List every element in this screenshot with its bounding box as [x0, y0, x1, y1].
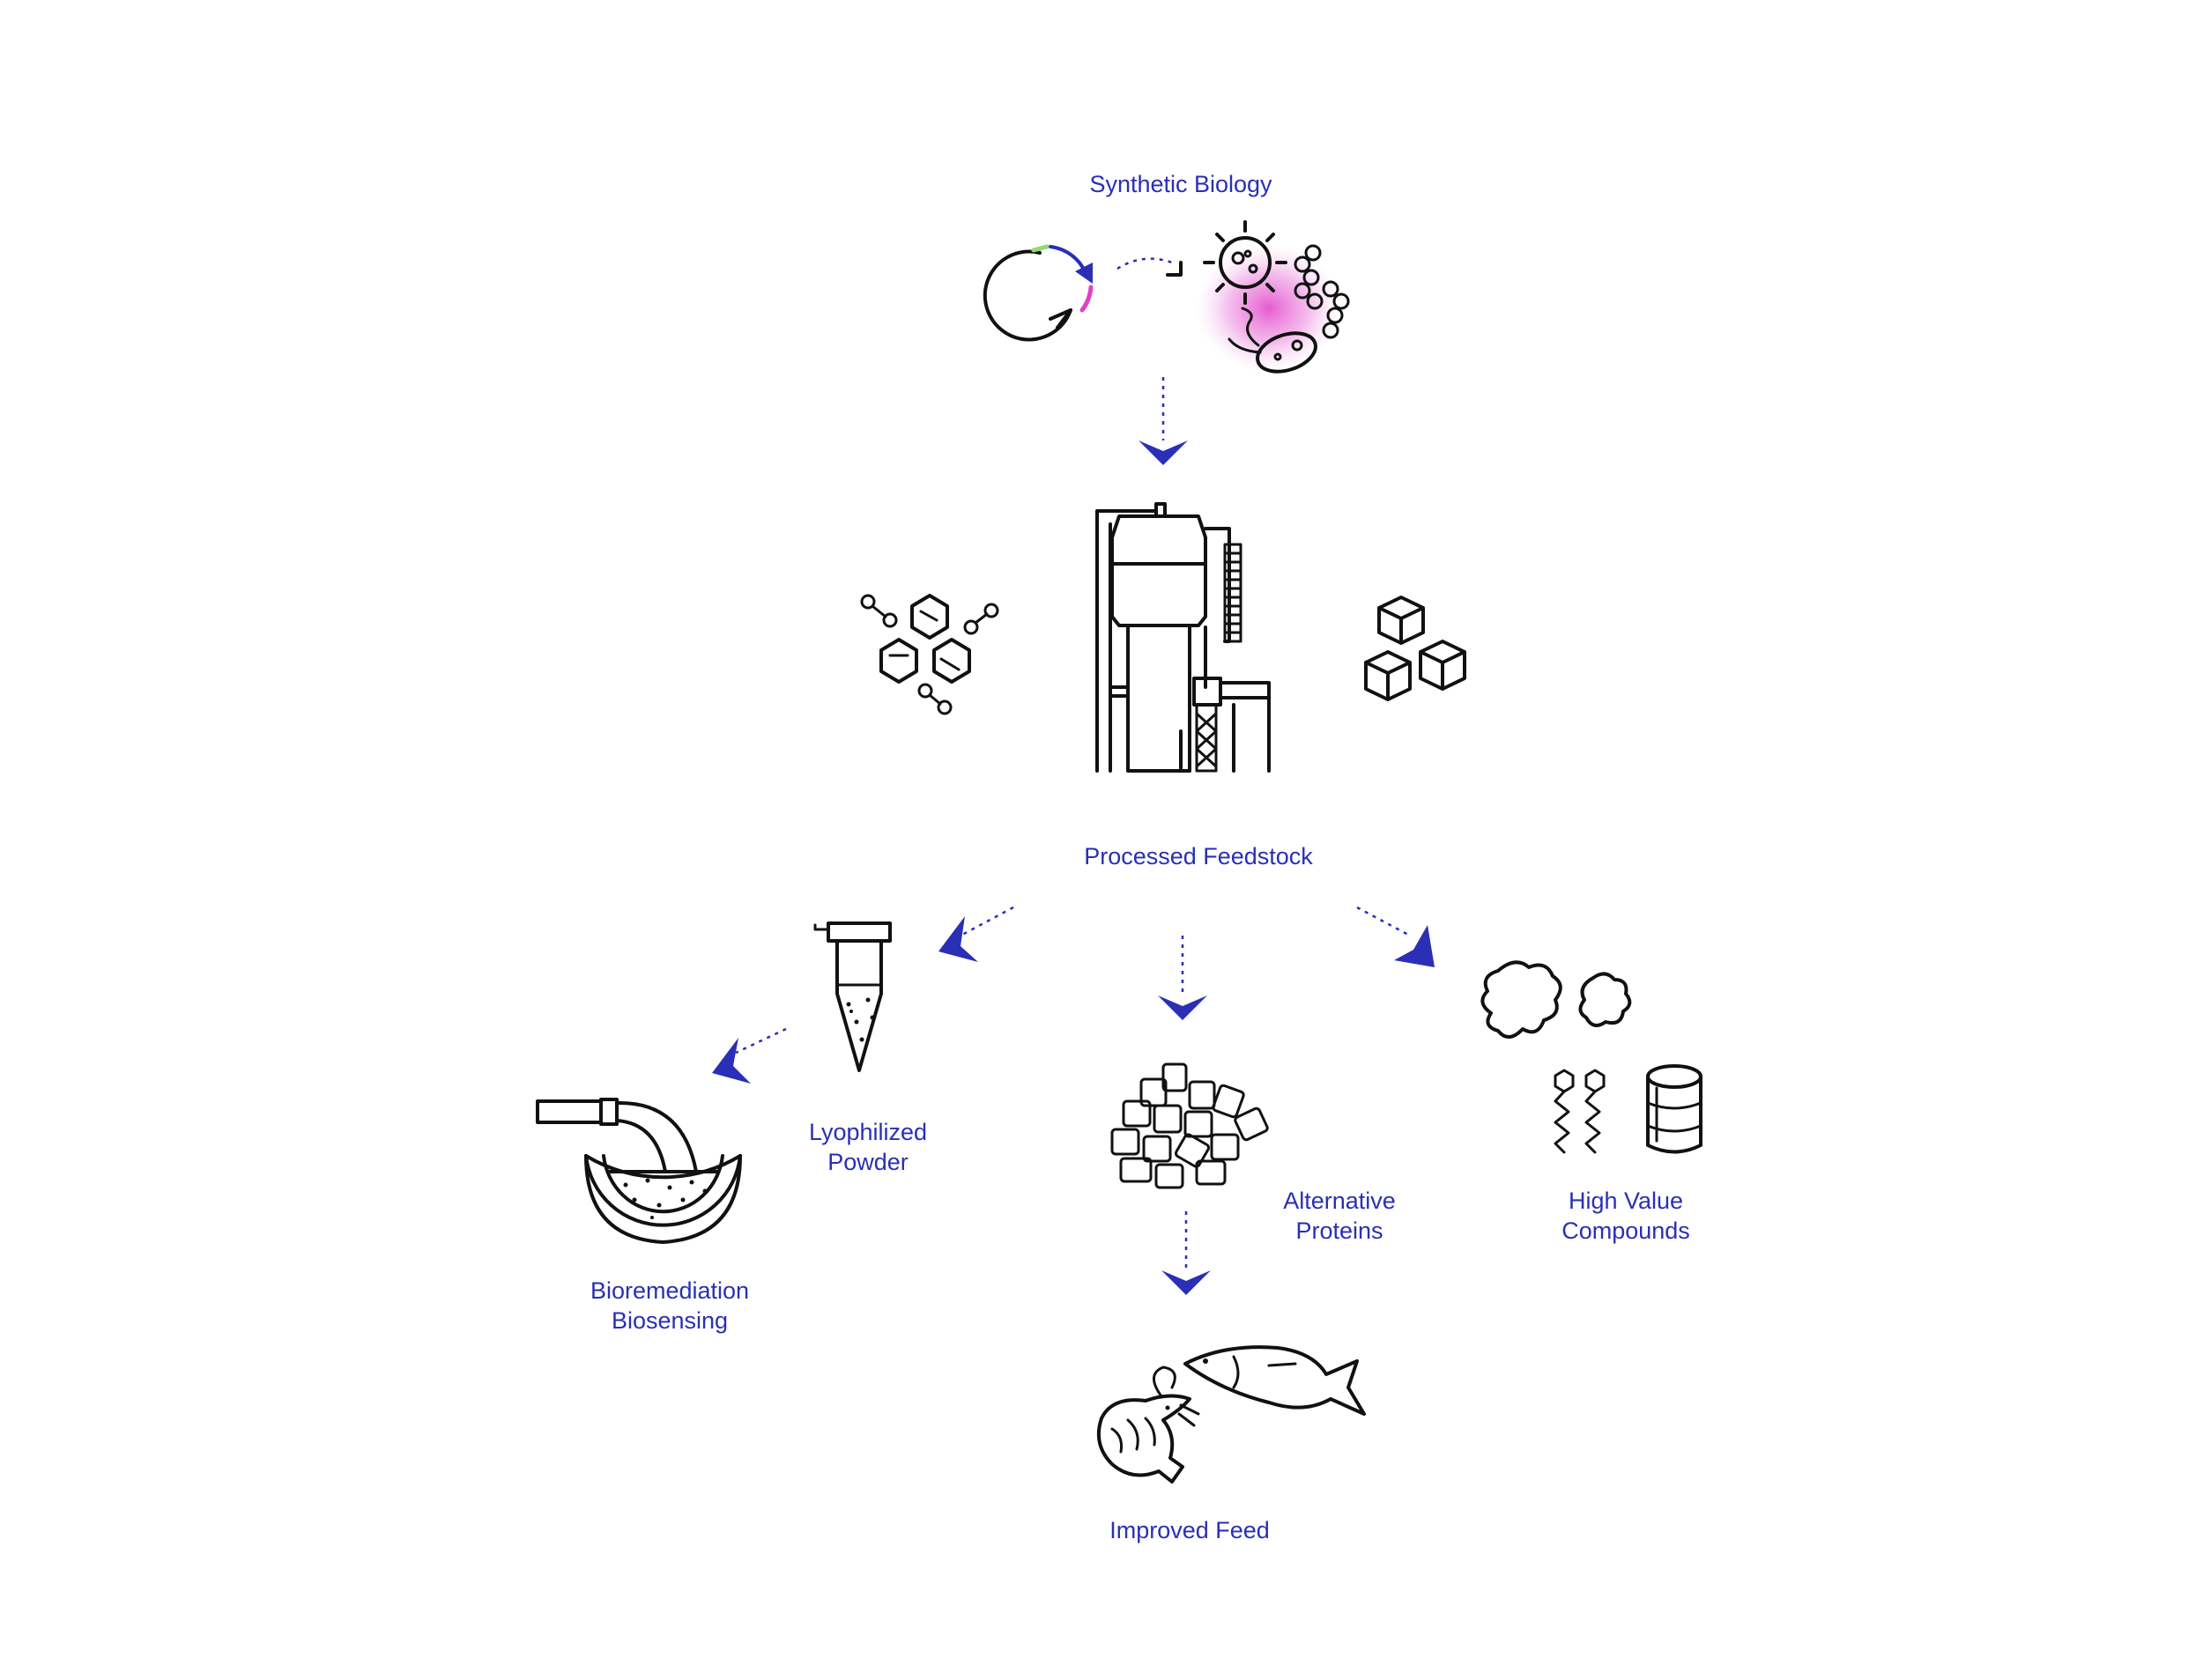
label-high-value-compounds: High Value Compounds: [1529, 1186, 1723, 1246]
label-alternative-line2: Proteins: [1295, 1217, 1383, 1244]
label-high-value-line1: High Value: [1568, 1188, 1684, 1214]
bioremediation-pipe-icon: [536, 1098, 742, 1244]
plasmid-icon: [983, 244, 1094, 342]
label-bioremediation-line1: Bioremediation: [590, 1277, 750, 1304]
label-lyophilized-line1: Lyophilized: [808, 1119, 928, 1145]
label-lyophilized-powder: Lyophilized Powder: [780, 1117, 956, 1177]
arrow-to-compounds: [1356, 906, 1435, 967]
label-improved-feed: Improved Feed: [1109, 1517, 1270, 1543]
bioreactor-icon: [1095, 502, 1271, 773]
compounds-icon: [1480, 960, 1702, 1154]
label-alternative-line1: Alternative: [1283, 1188, 1396, 1214]
label-lyophilized-line2: Powder: [827, 1149, 909, 1175]
powder-tube-icon: [813, 921, 892, 1072]
label-bioremediation-line2: Biosensing: [611, 1307, 729, 1334]
microbes-icon: [1197, 220, 1350, 374]
shrimp-fish-icon: [1097, 1345, 1366, 1484]
cubes-icon: [1364, 596, 1466, 701]
protein-pellets-icon: [1110, 1062, 1269, 1189]
arrow-to-powder: [938, 906, 1014, 962]
arrow-to-proteins: [1158, 936, 1207, 1020]
arrow-to-bioremediation: [712, 1027, 787, 1084]
molecules-icon: [860, 594, 999, 715]
label-bioremediation-biosensing: Bioremediation Biosensing: [564, 1276, 775, 1336]
label-synthetic-biology: Synthetic Biology: [1089, 171, 1272, 197]
label-alternative-proteins: Alternative Proteins: [1251, 1186, 1428, 1246]
arrow-to-feed: [1161, 1211, 1211, 1295]
label-high-value-line2: Compounds: [1561, 1217, 1690, 1244]
arrow-plasmid-to-microbes: [1116, 257, 1183, 277]
arrow-to-bioreactor: [1139, 377, 1188, 465]
label-processed-feedstock: Processed Feedstock: [1084, 843, 1313, 870]
